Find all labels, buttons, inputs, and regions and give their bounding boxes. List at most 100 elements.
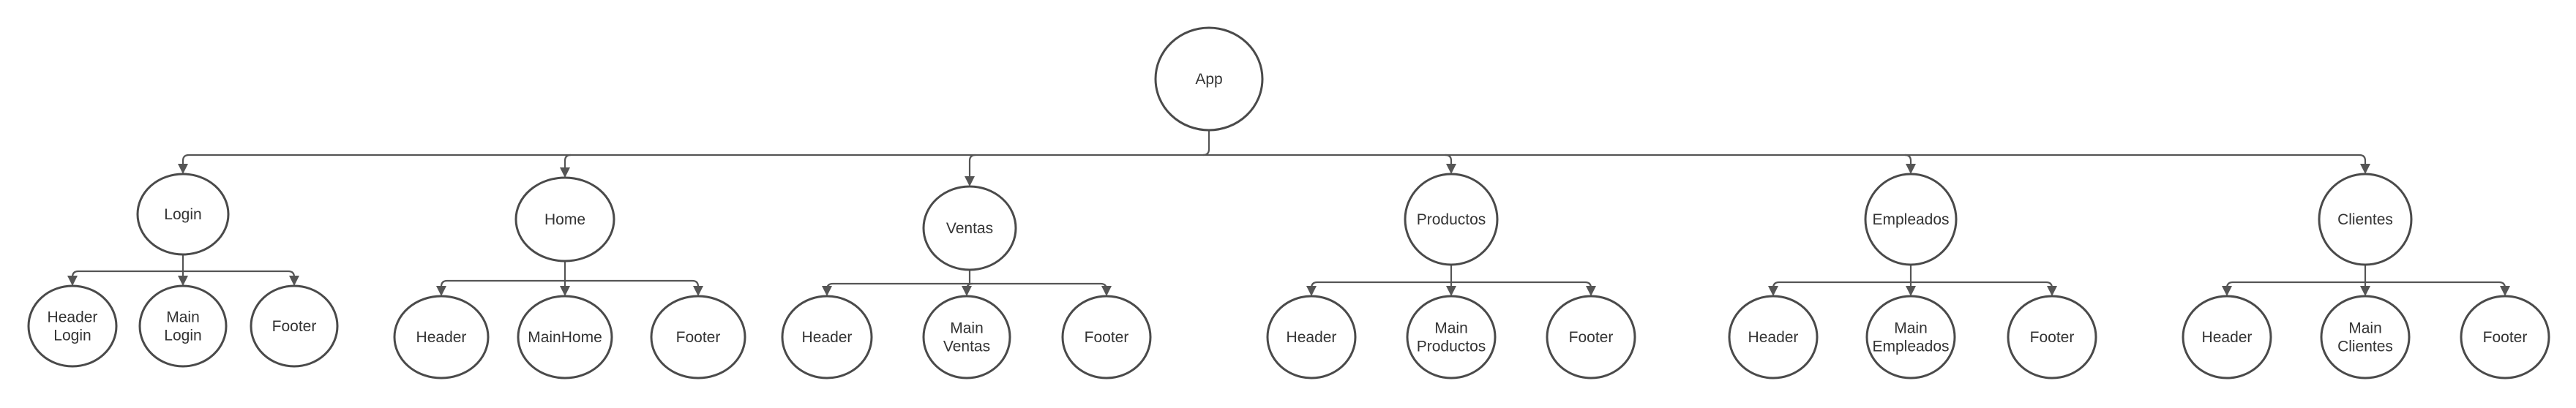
node-circle (1406, 295, 1497, 379)
node-clientes-header: Header (2182, 295, 2272, 379)
node-label: Clientes (2337, 339, 2393, 355)
arrowhead-empleados (1906, 164, 1916, 174)
arrowhead-ventas-header (822, 286, 832, 296)
node-circle (2320, 295, 2411, 379)
node-circle (2460, 295, 2550, 379)
node-label: Main (1434, 320, 1468, 337)
node-label: Footer (676, 329, 721, 346)
node-home-main: MainHome (517, 295, 613, 379)
arrowhead-empleados-main (1906, 286, 1916, 296)
node-label: Header (1287, 329, 1337, 346)
node-circle (922, 185, 1017, 271)
node-label: Ventas (946, 220, 993, 237)
node-ventas: Ventas (922, 185, 1017, 271)
node-label: MainHome (528, 329, 602, 346)
node-login-footer: Footer (250, 284, 339, 368)
node-label: Empleados (1872, 339, 1949, 355)
arrowhead-empleados-footer (2047, 286, 2057, 296)
node-label: Main (1894, 320, 1928, 337)
node-circle (393, 295, 490, 379)
node-circle (922, 295, 1011, 379)
node-label: Login (164, 206, 201, 223)
node-label: Productos (1417, 211, 1486, 228)
node-label: Footer (2030, 329, 2075, 346)
node-label: Main (950, 320, 984, 337)
arrowhead-clientes (2360, 164, 2370, 174)
node-circle (250, 284, 339, 368)
arrowhead-productos (1446, 164, 1456, 174)
edge-app-ventas (968, 154, 976, 185)
edge-app-productos (1445, 154, 1453, 173)
node-circle (1061, 295, 1152, 379)
node-empleados: Empleados (1864, 173, 1958, 266)
node-label: Footer (1569, 329, 1614, 346)
edge-app-empleados (1904, 154, 1912, 173)
node-login: Login (136, 173, 230, 256)
node-label: Main (2348, 320, 2382, 337)
node-empleados-header: Header (1728, 295, 1819, 379)
node-label: App (1195, 71, 1222, 88)
node-ventas-header: Header (781, 295, 873, 379)
node-circle (1266, 295, 1357, 379)
node-circle (517, 295, 613, 379)
node-circle (1404, 173, 1499, 266)
arrowhead-ventas-main (962, 286, 972, 296)
node-clientes-footer: Footer (2460, 295, 2550, 379)
node-productos-footer: Footer (1546, 295, 1636, 379)
arrowhead-login (178, 164, 188, 174)
node-home-footer: Footer (650, 295, 746, 379)
node-label: Clientes (2337, 211, 2393, 228)
arrowhead-ventas-footer (1101, 286, 1112, 296)
arrowhead-login-main (178, 276, 188, 286)
arrowhead-empleados-header (1768, 286, 1778, 296)
node-label: Empleados (1872, 211, 1949, 228)
arrowhead-home-header (436, 286, 446, 296)
edge-app-login (181, 154, 190, 173)
arrowhead-productos-footer (1586, 286, 1596, 296)
node-home: Home (514, 176, 615, 262)
node-label: Productos (1417, 339, 1486, 355)
node-circle (2182, 295, 2272, 379)
edge-app-clientes (2359, 154, 2367, 173)
node-ventas-footer: Footer (1061, 295, 1152, 379)
node-label: Ventas (943, 339, 990, 355)
tree-nodes: AppLoginHeaderLoginMainLoginFooterHomeHe… (27, 26, 2550, 379)
node-circle (514, 176, 615, 262)
node-label: Footer (2483, 329, 2528, 346)
tree-edges (67, 130, 2510, 296)
node-label: Footer (272, 318, 317, 335)
node-label: Main (166, 309, 200, 326)
node-label: Header (48, 309, 98, 326)
arrowhead-clientes-footer (2500, 286, 2510, 296)
node-label: Header (2202, 329, 2253, 346)
arrowhead-productos-main (1446, 286, 1456, 296)
node-label: Login (53, 328, 91, 344)
arrowhead-home-footer (693, 286, 703, 296)
edge-app-home (564, 154, 572, 176)
node-circle (650, 295, 746, 379)
arrowhead-login-footer (289, 276, 299, 286)
node-circle (1864, 173, 1958, 266)
node-clientes: Clientes (2318, 173, 2413, 266)
node-label: Footer (1085, 329, 1129, 346)
node-productos-header: Header (1266, 295, 1357, 379)
node-empleados-footer: Footer (2007, 295, 2097, 379)
node-circle (1546, 295, 1636, 379)
arrowhead-ventas (965, 176, 975, 186)
node-productos: Productos (1404, 173, 1499, 266)
arrowhead-productos-header (1306, 286, 1317, 296)
node-label: Login (164, 328, 201, 344)
node-circle (2318, 173, 2413, 266)
node-circle (1865, 295, 1956, 379)
node-circle (781, 295, 873, 379)
node-circle (27, 284, 118, 368)
node-label: Header (416, 329, 467, 346)
node-circle (1728, 295, 1819, 379)
